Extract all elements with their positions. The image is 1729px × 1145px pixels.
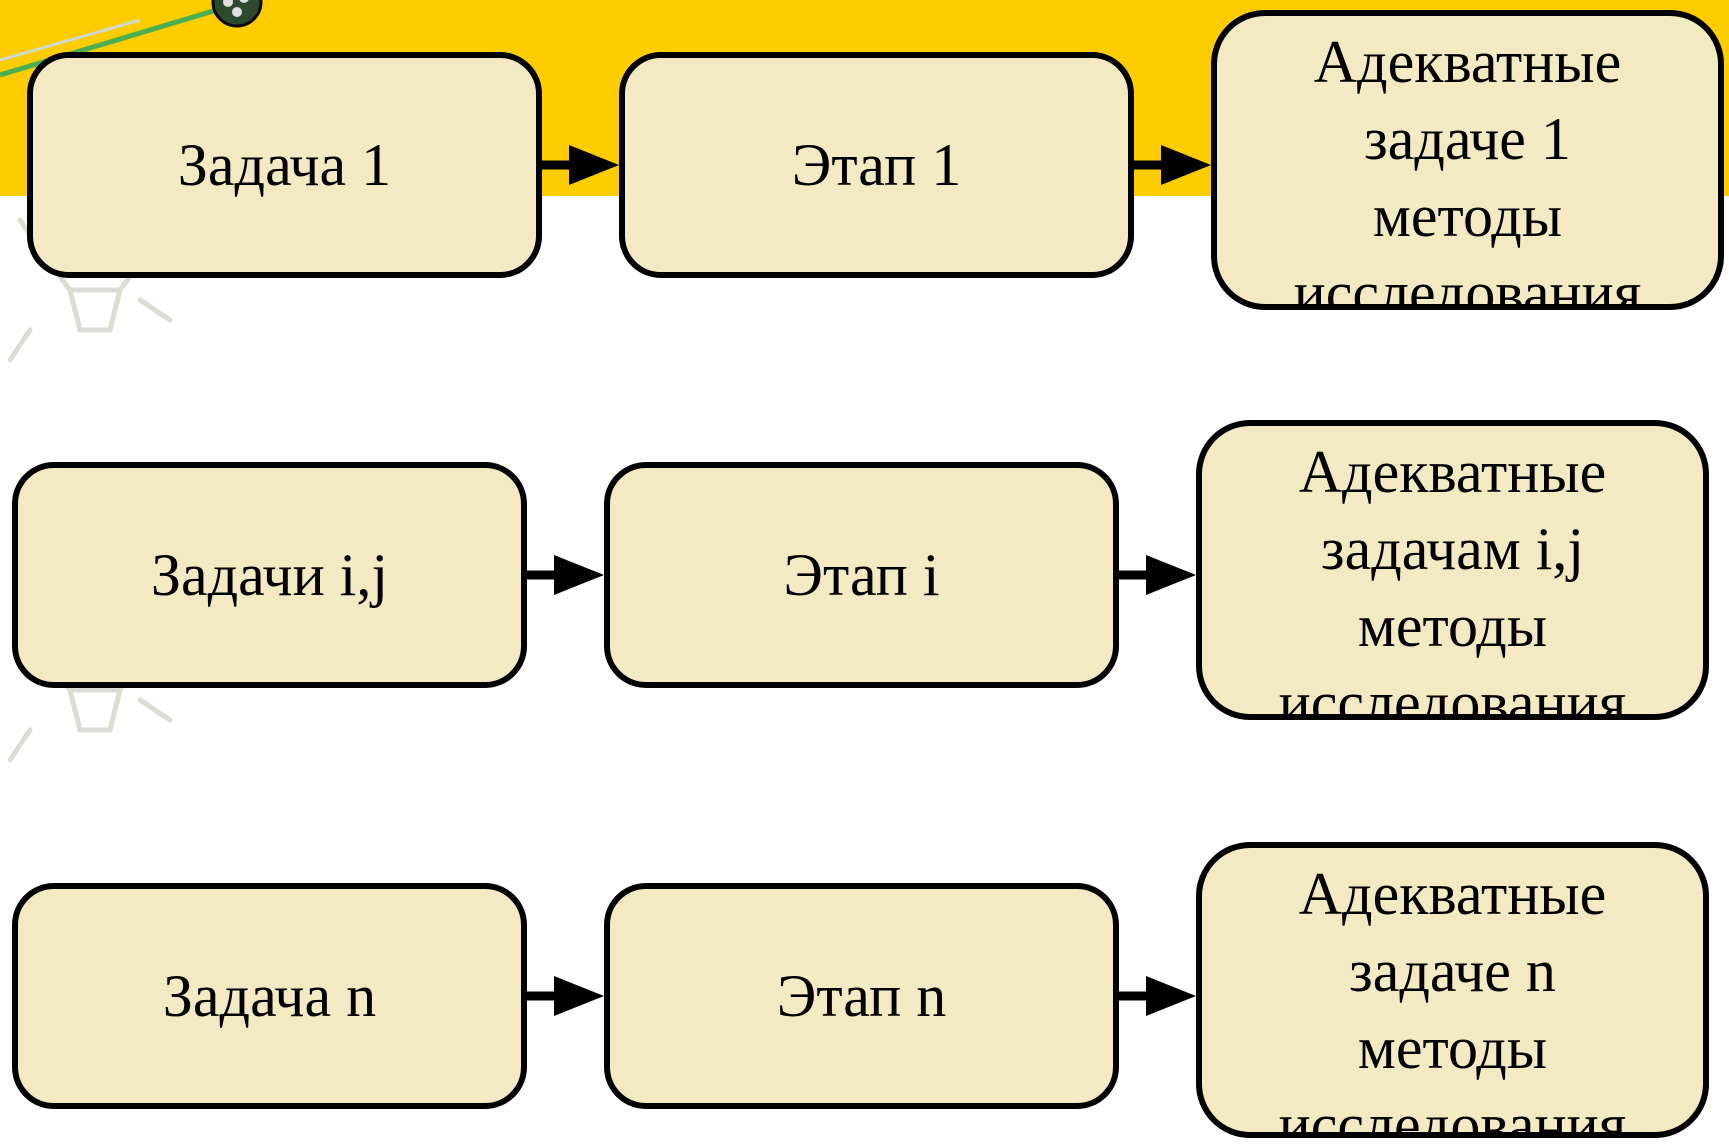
task-box: Задача 1	[27, 52, 542, 278]
methods-box: Адекватные задаче 1 методы исследования	[1211, 10, 1724, 310]
methods-box: Адекватные задаче n методы исследования	[1196, 842, 1709, 1138]
arrow-task-to-stage	[527, 976, 604, 1016]
arrow-task-to-stage	[542, 145, 619, 185]
methods-label-line: задаче n	[1349, 938, 1556, 1004]
arrow-task-to-stage	[527, 555, 604, 595]
methods-label-line: задаче 1	[1364, 106, 1571, 172]
methods-label-line: Адекватные	[1298, 439, 1607, 505]
methods-label-line: методы	[1357, 593, 1548, 659]
methods-label-line: методы	[1357, 1015, 1548, 1081]
task-box: Задача n	[12, 883, 527, 1109]
stage-box: Этап n	[604, 883, 1119, 1109]
methods-label-line: исследования	[1278, 1092, 1627, 1138]
methods-label-line: методы	[1372, 183, 1563, 249]
methods-label: Адекватные задаче n методы исследования	[1278, 856, 1627, 1138]
arrow-stage-to-methods	[1134, 145, 1211, 185]
task-label: Задачи i,j	[150, 542, 389, 608]
methods-box: Адекватные задачам i,j методы исследования	[1196, 420, 1709, 720]
arrow-stage-to-methods	[1119, 555, 1196, 595]
arrow-stage-to-methods	[1119, 976, 1196, 1016]
task-label: Задача 1	[177, 132, 392, 198]
task-box: Задачи i,j	[12, 462, 527, 688]
methods-label: Адекватные задачам i,j методы исследования	[1278, 434, 1627, 720]
methods-label: Адекватные задаче 1 методы исследования	[1293, 24, 1642, 310]
task-label: Задача n	[162, 963, 377, 1029]
stage-box: Этап 1	[619, 52, 1134, 278]
methods-label-line: исследования	[1293, 260, 1642, 310]
stage-box: Этап i	[604, 462, 1119, 688]
decorative-ornament	[0, 0, 263, 78]
stage-label: Этап n	[776, 963, 947, 1029]
methods-label-line: исследования	[1278, 670, 1627, 720]
methods-label-line: Адекватные	[1298, 861, 1607, 927]
stage-label: Этап i	[783, 542, 940, 608]
methods-label-line: Адекватные	[1313, 29, 1622, 95]
methods-label-line: задачам i,j	[1320, 516, 1585, 582]
stage-label: Этап 1	[791, 132, 962, 198]
